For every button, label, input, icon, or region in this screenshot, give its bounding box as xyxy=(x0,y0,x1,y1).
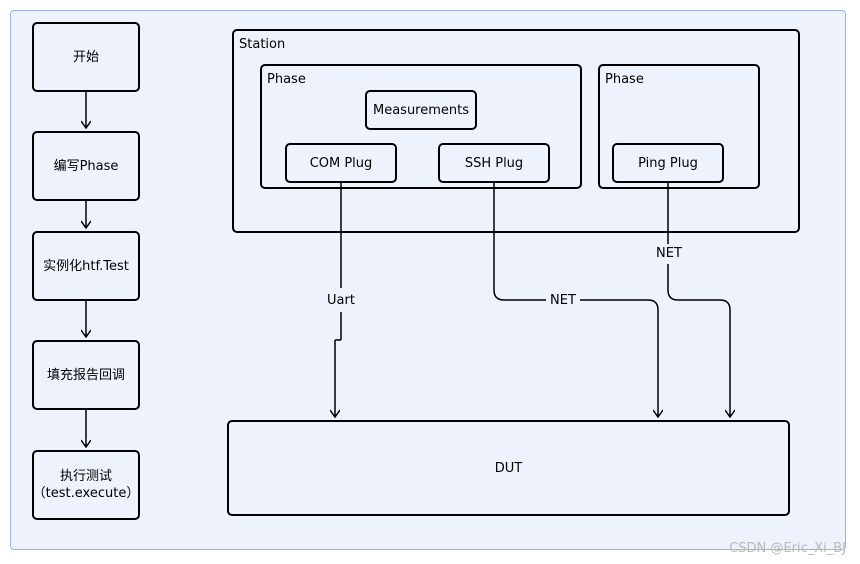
ping-net-label: NET xyxy=(653,246,685,262)
station-label: Station xyxy=(239,37,286,52)
ssh-plug-label: SSH Plug xyxy=(464,155,524,171)
flow-step-instantiate-test: 实例化htf.Test xyxy=(32,231,140,301)
ping-plug-box: Ping Plug xyxy=(612,143,724,183)
flow-step-execute: 执行测试 （test.execute） xyxy=(32,450,140,520)
ssh-net-connector xyxy=(493,183,546,301)
measurements-box: Measurements xyxy=(365,90,477,130)
flow-step-label: 填充报告回调 xyxy=(46,367,125,383)
flow-step-label: 实例化htf.Test xyxy=(43,258,129,274)
station-container: Station xyxy=(232,29,800,233)
phase-right-container: Phase xyxy=(598,64,760,189)
flow-step-label: 编写Phase xyxy=(53,158,119,174)
flow-step-report-callback: 填充报告回调 xyxy=(32,340,140,410)
phase-left-container: Phase xyxy=(260,64,582,189)
flow-step-start: 开始 xyxy=(32,22,140,92)
flow-step-label: 执行测试 xyxy=(59,469,112,484)
ping-net-connector xyxy=(667,264,730,417)
flow-step-sublabel: （test.execute） xyxy=(32,486,140,501)
ssh-net-connector xyxy=(580,299,658,417)
com-plug-box: COM Plug xyxy=(285,143,397,183)
phase-left-label: Phase xyxy=(267,72,306,87)
uart-label: Uart xyxy=(324,293,358,309)
com-plug-label: COM Plug xyxy=(309,155,373,171)
ssh-net-label: NET xyxy=(547,293,579,309)
dut-box: DUT xyxy=(227,420,790,516)
ping-plug-label: Ping Plug xyxy=(638,155,698,171)
watermark-text: CSDN @Eric_Xi_BJ xyxy=(729,541,846,556)
diagram-canvas xyxy=(10,10,846,550)
measurements-label: Measurements xyxy=(372,102,470,118)
dut-label: DUT xyxy=(494,460,523,476)
ssh-plug-box: SSH Plug xyxy=(438,143,550,183)
phase-right-label: Phase xyxy=(605,72,644,87)
flow-step-write-phase: 编写Phase xyxy=(32,131,140,201)
flow-step-label: 开始 xyxy=(72,49,99,65)
